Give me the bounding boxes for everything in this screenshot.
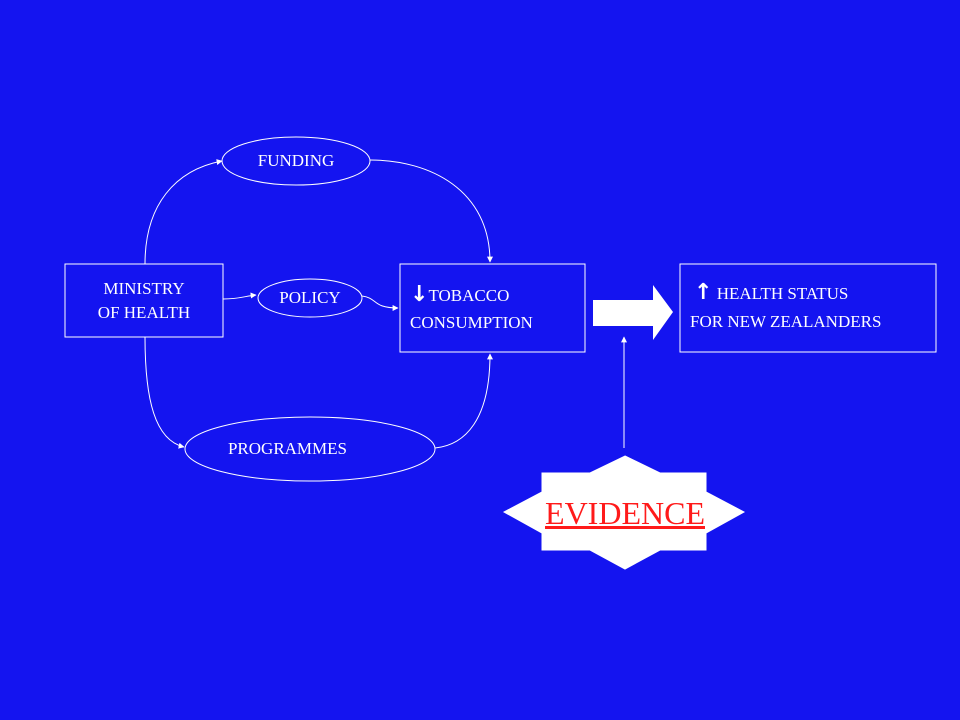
connector-programmes-tobacco: [434, 353, 493, 449]
connector-ministry-funding: [144, 159, 223, 265]
evidence-link[interactable]: EVIDENCE: [545, 495, 705, 531]
evidence-star: [502, 455, 746, 570]
ministry-line1: MINISTRY: [103, 279, 185, 298]
policy-oval: [257, 278, 363, 318]
programmes-label: PROGRAMMES: [227, 439, 348, 458]
ministry-label: MINISTRY OF HEALTH: [65, 277, 223, 325]
down-arrow-icon: ↓: [410, 282, 429, 307]
policy-label: POLICY: [279, 288, 341, 307]
health-status-label: ↑ HEALTH STATUS FOR NEW ZEALANDERS: [690, 281, 930, 334]
ministry-line2: OF HEALTH: [97, 303, 191, 322]
tobacco-label: ↓TOBACCO CONSUMPTION: [410, 283, 580, 335]
up-arrow-icon: ↑: [694, 280, 713, 305]
block-arrow-icon: [593, 285, 673, 340]
connector-ministry-programmes: [144, 336, 185, 449]
connector-ministry-policy: [222, 292, 257, 300]
programmes-oval: [184, 416, 436, 482]
funding-label: FUNDING: [257, 151, 335, 170]
health-line1: HEALTH STATUS: [716, 284, 849, 303]
connector-funding-tobacco: [369, 159, 493, 263]
connector-policy-tobacco: [361, 295, 399, 311]
tobacco-line1: TOBACCO: [428, 286, 510, 305]
health-line2: FOR NEW ZEALANDERS: [690, 312, 882, 331]
tobacco-line2: CONSUMPTION: [410, 313, 533, 332]
health-status-box: [679, 263, 937, 353]
tobacco-box: [399, 263, 586, 353]
ministry-box: [64, 263, 224, 338]
